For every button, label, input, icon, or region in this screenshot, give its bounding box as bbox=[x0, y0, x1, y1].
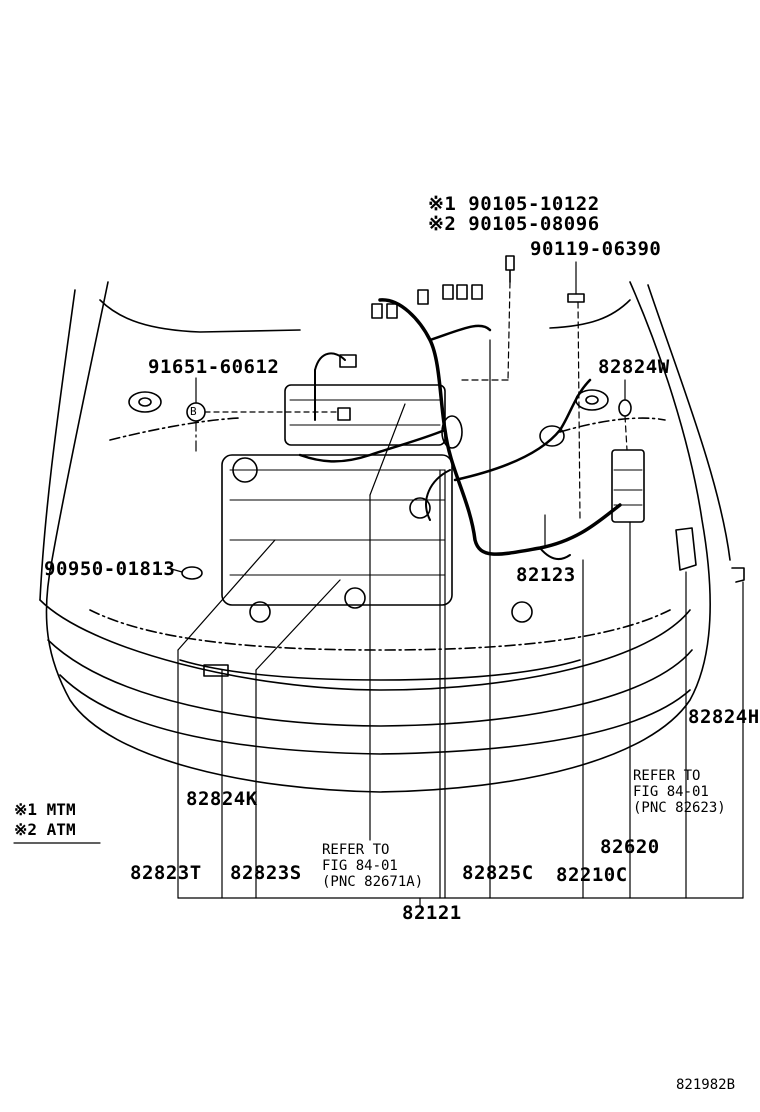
front-panel-right bbox=[647, 284, 731, 561]
legend-atm: ※2 ATM bbox=[14, 820, 76, 839]
refer-note-82671a: REFER TO FIG 84-01 (PNC 82671A) bbox=[322, 842, 424, 890]
bumper-line-1 bbox=[39, 599, 691, 691]
label-82823t: 82823T bbox=[130, 862, 202, 884]
label-90105-10122: ※1 90105-10122 bbox=[428, 193, 600, 215]
label-82824w: 82824W bbox=[598, 356, 670, 378]
bolt bbox=[505, 255, 515, 283]
bumper-line-3 bbox=[59, 674, 691, 755]
leader-lines bbox=[167, 261, 744, 907]
fender-left bbox=[99, 299, 301, 333]
label-82824k: 82824K bbox=[186, 788, 258, 810]
label-90119-06390: 90119-06390 bbox=[530, 238, 662, 260]
label-82123: 82123 bbox=[516, 564, 576, 586]
clip-82824w bbox=[618, 399, 632, 417]
screw-90119 bbox=[567, 293, 585, 303]
strut-left bbox=[128, 391, 162, 413]
label-82824h: 82824H bbox=[688, 706, 760, 728]
legend-mtm: ※1 MTM bbox=[14, 800, 76, 819]
label-82210c: 82210C bbox=[556, 864, 628, 886]
label-90950-01813: 90950-01813 bbox=[44, 558, 176, 580]
grille bbox=[89, 609, 671, 651]
refer-note-82623: REFER TO FIG 84-01 (PNC 82623) bbox=[633, 768, 726, 816]
label-82620: 82620 bbox=[600, 836, 660, 858]
figure-code: 821982B bbox=[676, 1077, 736, 1093]
label-82823s: 82823S bbox=[230, 862, 302, 884]
label-82121: 82121 bbox=[402, 902, 462, 924]
inner-right bbox=[559, 417, 666, 433]
label-82825c: 82825C bbox=[462, 862, 534, 884]
grommet bbox=[441, 415, 463, 449]
engine-block bbox=[221, 454, 453, 606]
callout-letter-b: B bbox=[190, 405, 197, 418]
label-91651-60612: 91651-60612 bbox=[148, 356, 280, 378]
fender-right bbox=[549, 299, 631, 329]
grille-2 bbox=[179, 659, 581, 681]
bumper-line-2 bbox=[47, 639, 693, 727]
body-outline bbox=[45, 281, 711, 793]
plug-90950 bbox=[181, 566, 203, 580]
clip-82824h bbox=[675, 527, 697, 571]
label-90105-08096: ※2 90105-08096 bbox=[428, 213, 600, 235]
inner-left bbox=[109, 417, 241, 441]
front-panel-left bbox=[39, 289, 76, 601]
wire-harness bbox=[378, 298, 622, 556]
relay-box bbox=[611, 449, 645, 523]
